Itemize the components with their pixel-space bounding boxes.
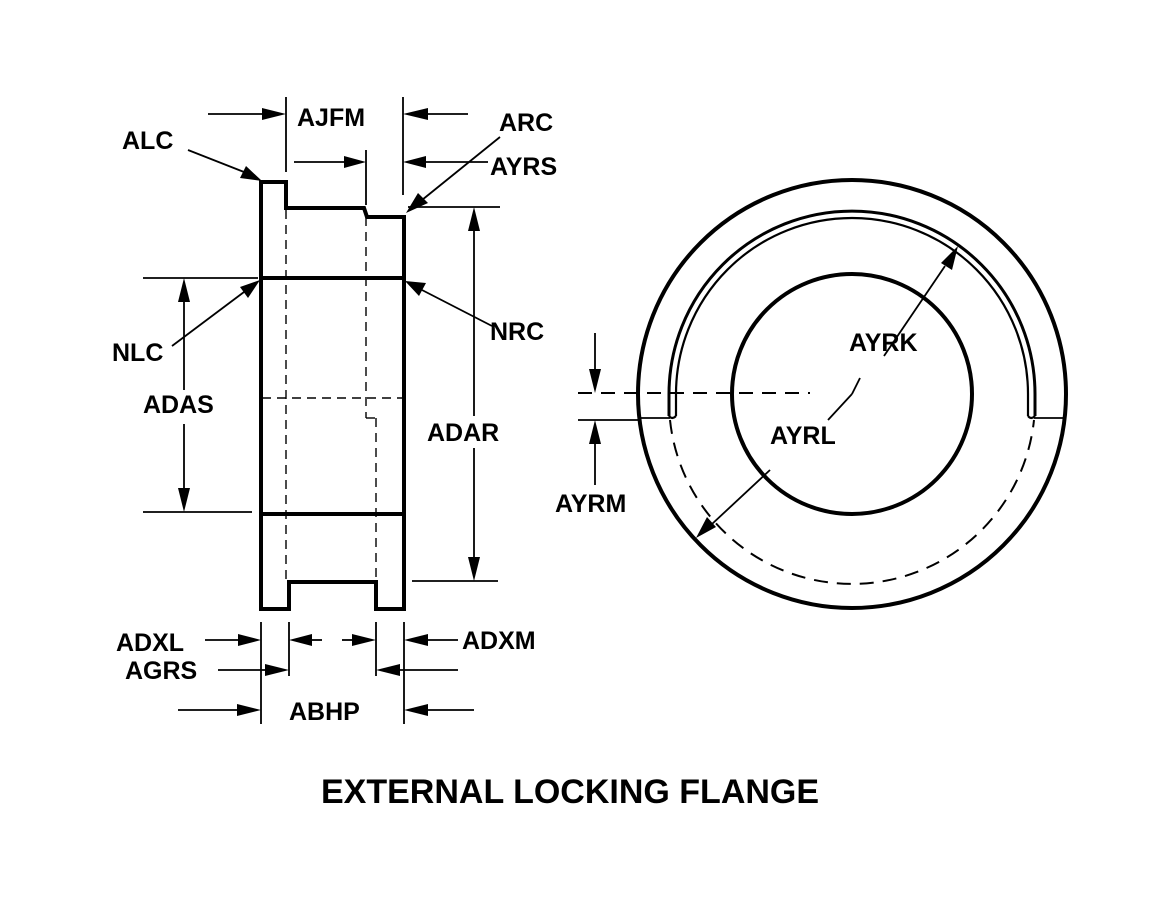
label-ayrs: AYRS bbox=[490, 153, 557, 181]
label-adas: ADAS bbox=[143, 391, 214, 419]
label-ayrm: AYRM bbox=[555, 490, 626, 518]
corner-leaders bbox=[171, 280, 493, 347]
label-ajfm: AJFM bbox=[297, 104, 365, 132]
locking-groove bbox=[667, 209, 1037, 416]
upper-wall-section bbox=[259, 180, 406, 280]
diagram-title: EXTERNAL LOCKING FLANGE bbox=[321, 773, 819, 811]
label-alc: ALC bbox=[122, 127, 173, 155]
adar-dimension bbox=[408, 206, 500, 582]
label-ayrl: AYRL bbox=[770, 422, 836, 450]
label-arc: ARC bbox=[499, 109, 553, 137]
label-nlc: NLC bbox=[112, 339, 163, 367]
label-nrc: NRC bbox=[490, 318, 544, 346]
label-abhp: ABHP bbox=[289, 698, 360, 726]
section-view bbox=[259, 180, 406, 611]
top-dimensions bbox=[187, 97, 501, 213]
label-agrs: AGRS bbox=[125, 657, 197, 685]
adas-dimension bbox=[143, 277, 258, 513]
label-adxl: ADXL bbox=[116, 629, 184, 657]
lower-wall-section bbox=[259, 512, 406, 611]
bore-circle bbox=[730, 272, 974, 516]
callout-labels: ALC AJFM ARC AYRS NLC NRC ADAS ADAR ADXL… bbox=[112, 104, 918, 726]
end-view bbox=[578, 178, 1068, 610]
bottom-dimensions bbox=[178, 622, 474, 724]
label-adar: ADAR bbox=[427, 419, 499, 447]
label-adxm: ADXM bbox=[462, 627, 536, 655]
label-ayrk: AYRK bbox=[849, 329, 918, 357]
